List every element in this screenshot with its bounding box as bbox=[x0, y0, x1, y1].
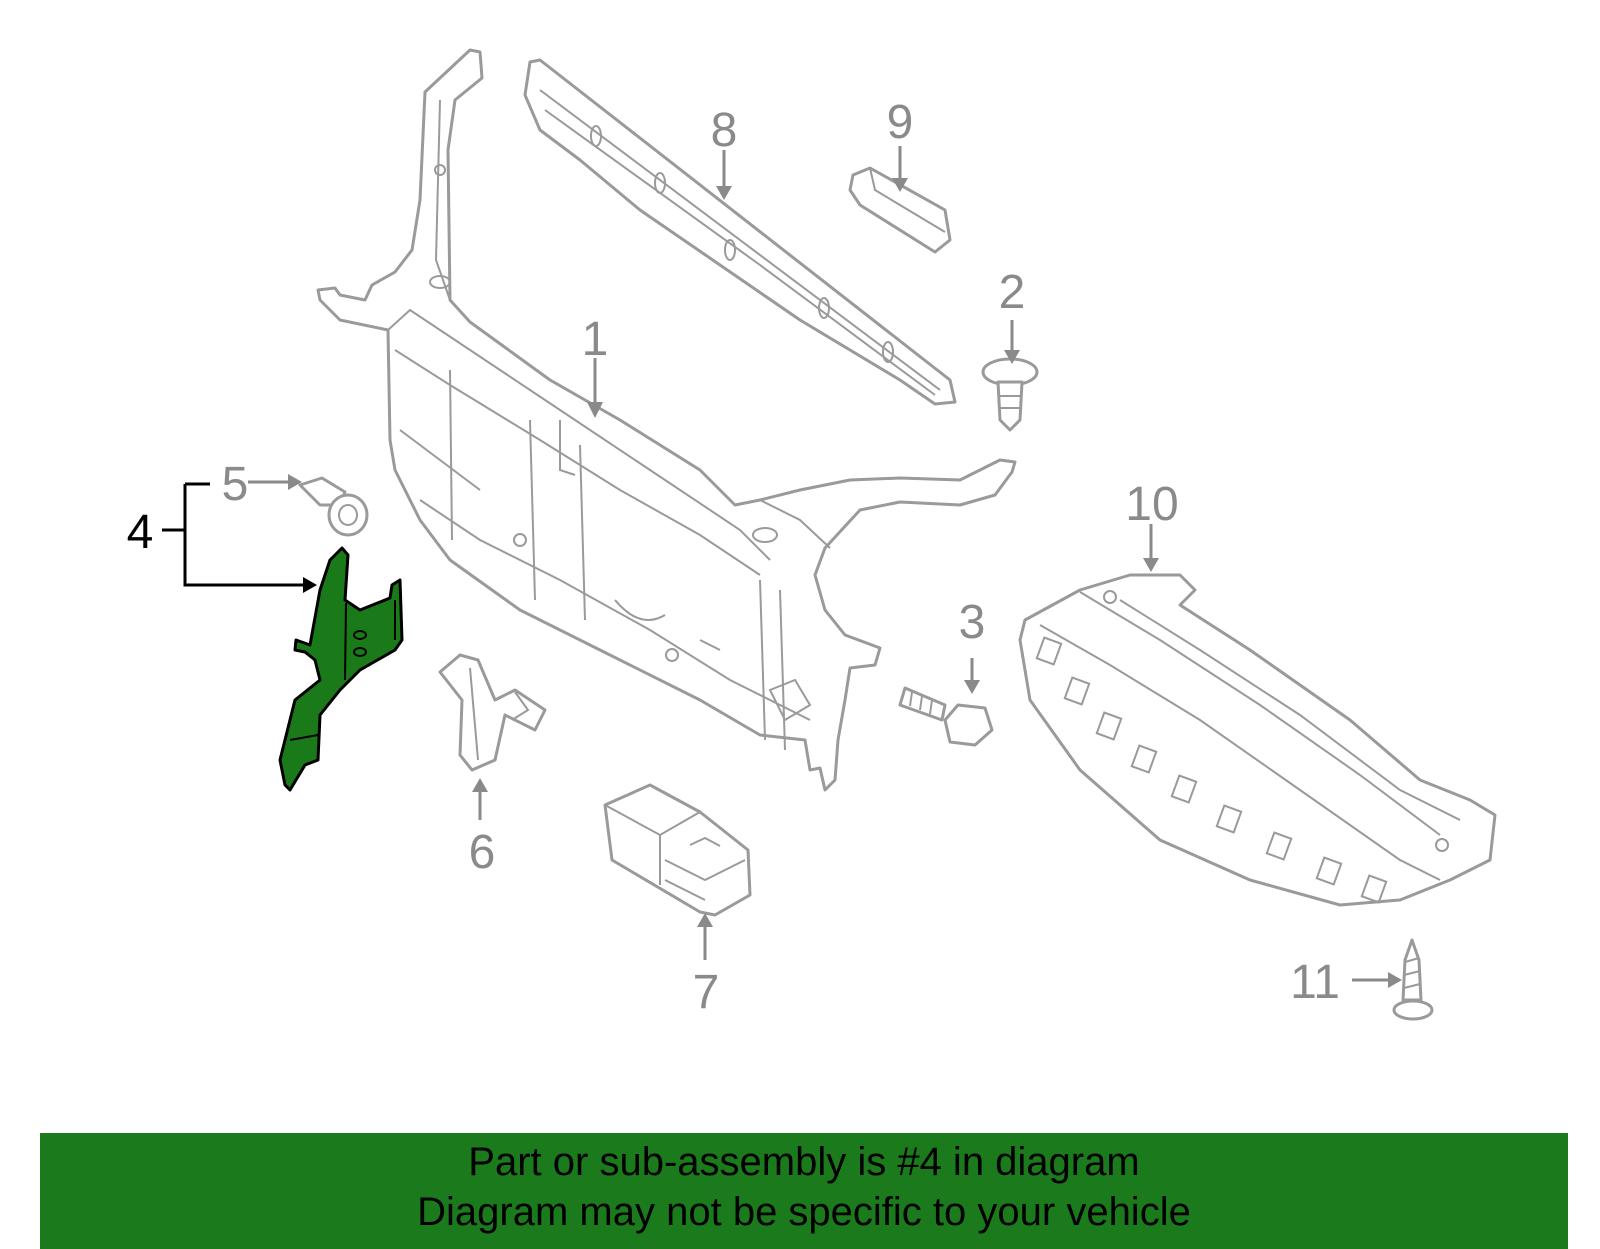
callout-5: 5 bbox=[222, 458, 249, 511]
callout-3: 3 bbox=[959, 596, 986, 649]
part-2-clip bbox=[981, 357, 1039, 432]
part-1-core-support bbox=[316, 48, 1017, 792]
part-7-sensor bbox=[603, 783, 752, 917]
leader-4 bbox=[162, 482, 317, 593]
callout-1: 1 bbox=[582, 313, 609, 366]
part-11-screw bbox=[1392, 938, 1434, 1021]
part-5-rivet bbox=[298, 476, 369, 537]
part-3-bolt bbox=[898, 686, 994, 747]
part-9-strip bbox=[848, 166, 952, 254]
callout-9: 9 bbox=[887, 96, 914, 149]
banner-line-2: Diagram may not be specific to your vehi… bbox=[417, 1190, 1191, 1234]
callout-11: 11 bbox=[1290, 956, 1340, 1009]
part-10-deflector bbox=[1018, 573, 1497, 907]
info-banner: Part or sub-assembly is #4 in diagram Di… bbox=[40, 1133, 1568, 1249]
callout-4: 4 bbox=[127, 506, 154, 559]
callout-10: 10 bbox=[1125, 478, 1178, 531]
callout-7: 7 bbox=[693, 966, 720, 1019]
part-4-highlighted-bracket bbox=[278, 546, 404, 792]
leader-lines bbox=[248, 146, 1402, 988]
part-8-upper-bar bbox=[523, 58, 957, 406]
callout-2: 2 bbox=[999, 266, 1026, 319]
callout-6: 6 bbox=[469, 826, 496, 879]
banner-line-1: Part or sub-assembly is #4 in diagram bbox=[468, 1140, 1140, 1184]
callout-8: 8 bbox=[711, 104, 738, 157]
part-6-bracket bbox=[438, 653, 547, 772]
